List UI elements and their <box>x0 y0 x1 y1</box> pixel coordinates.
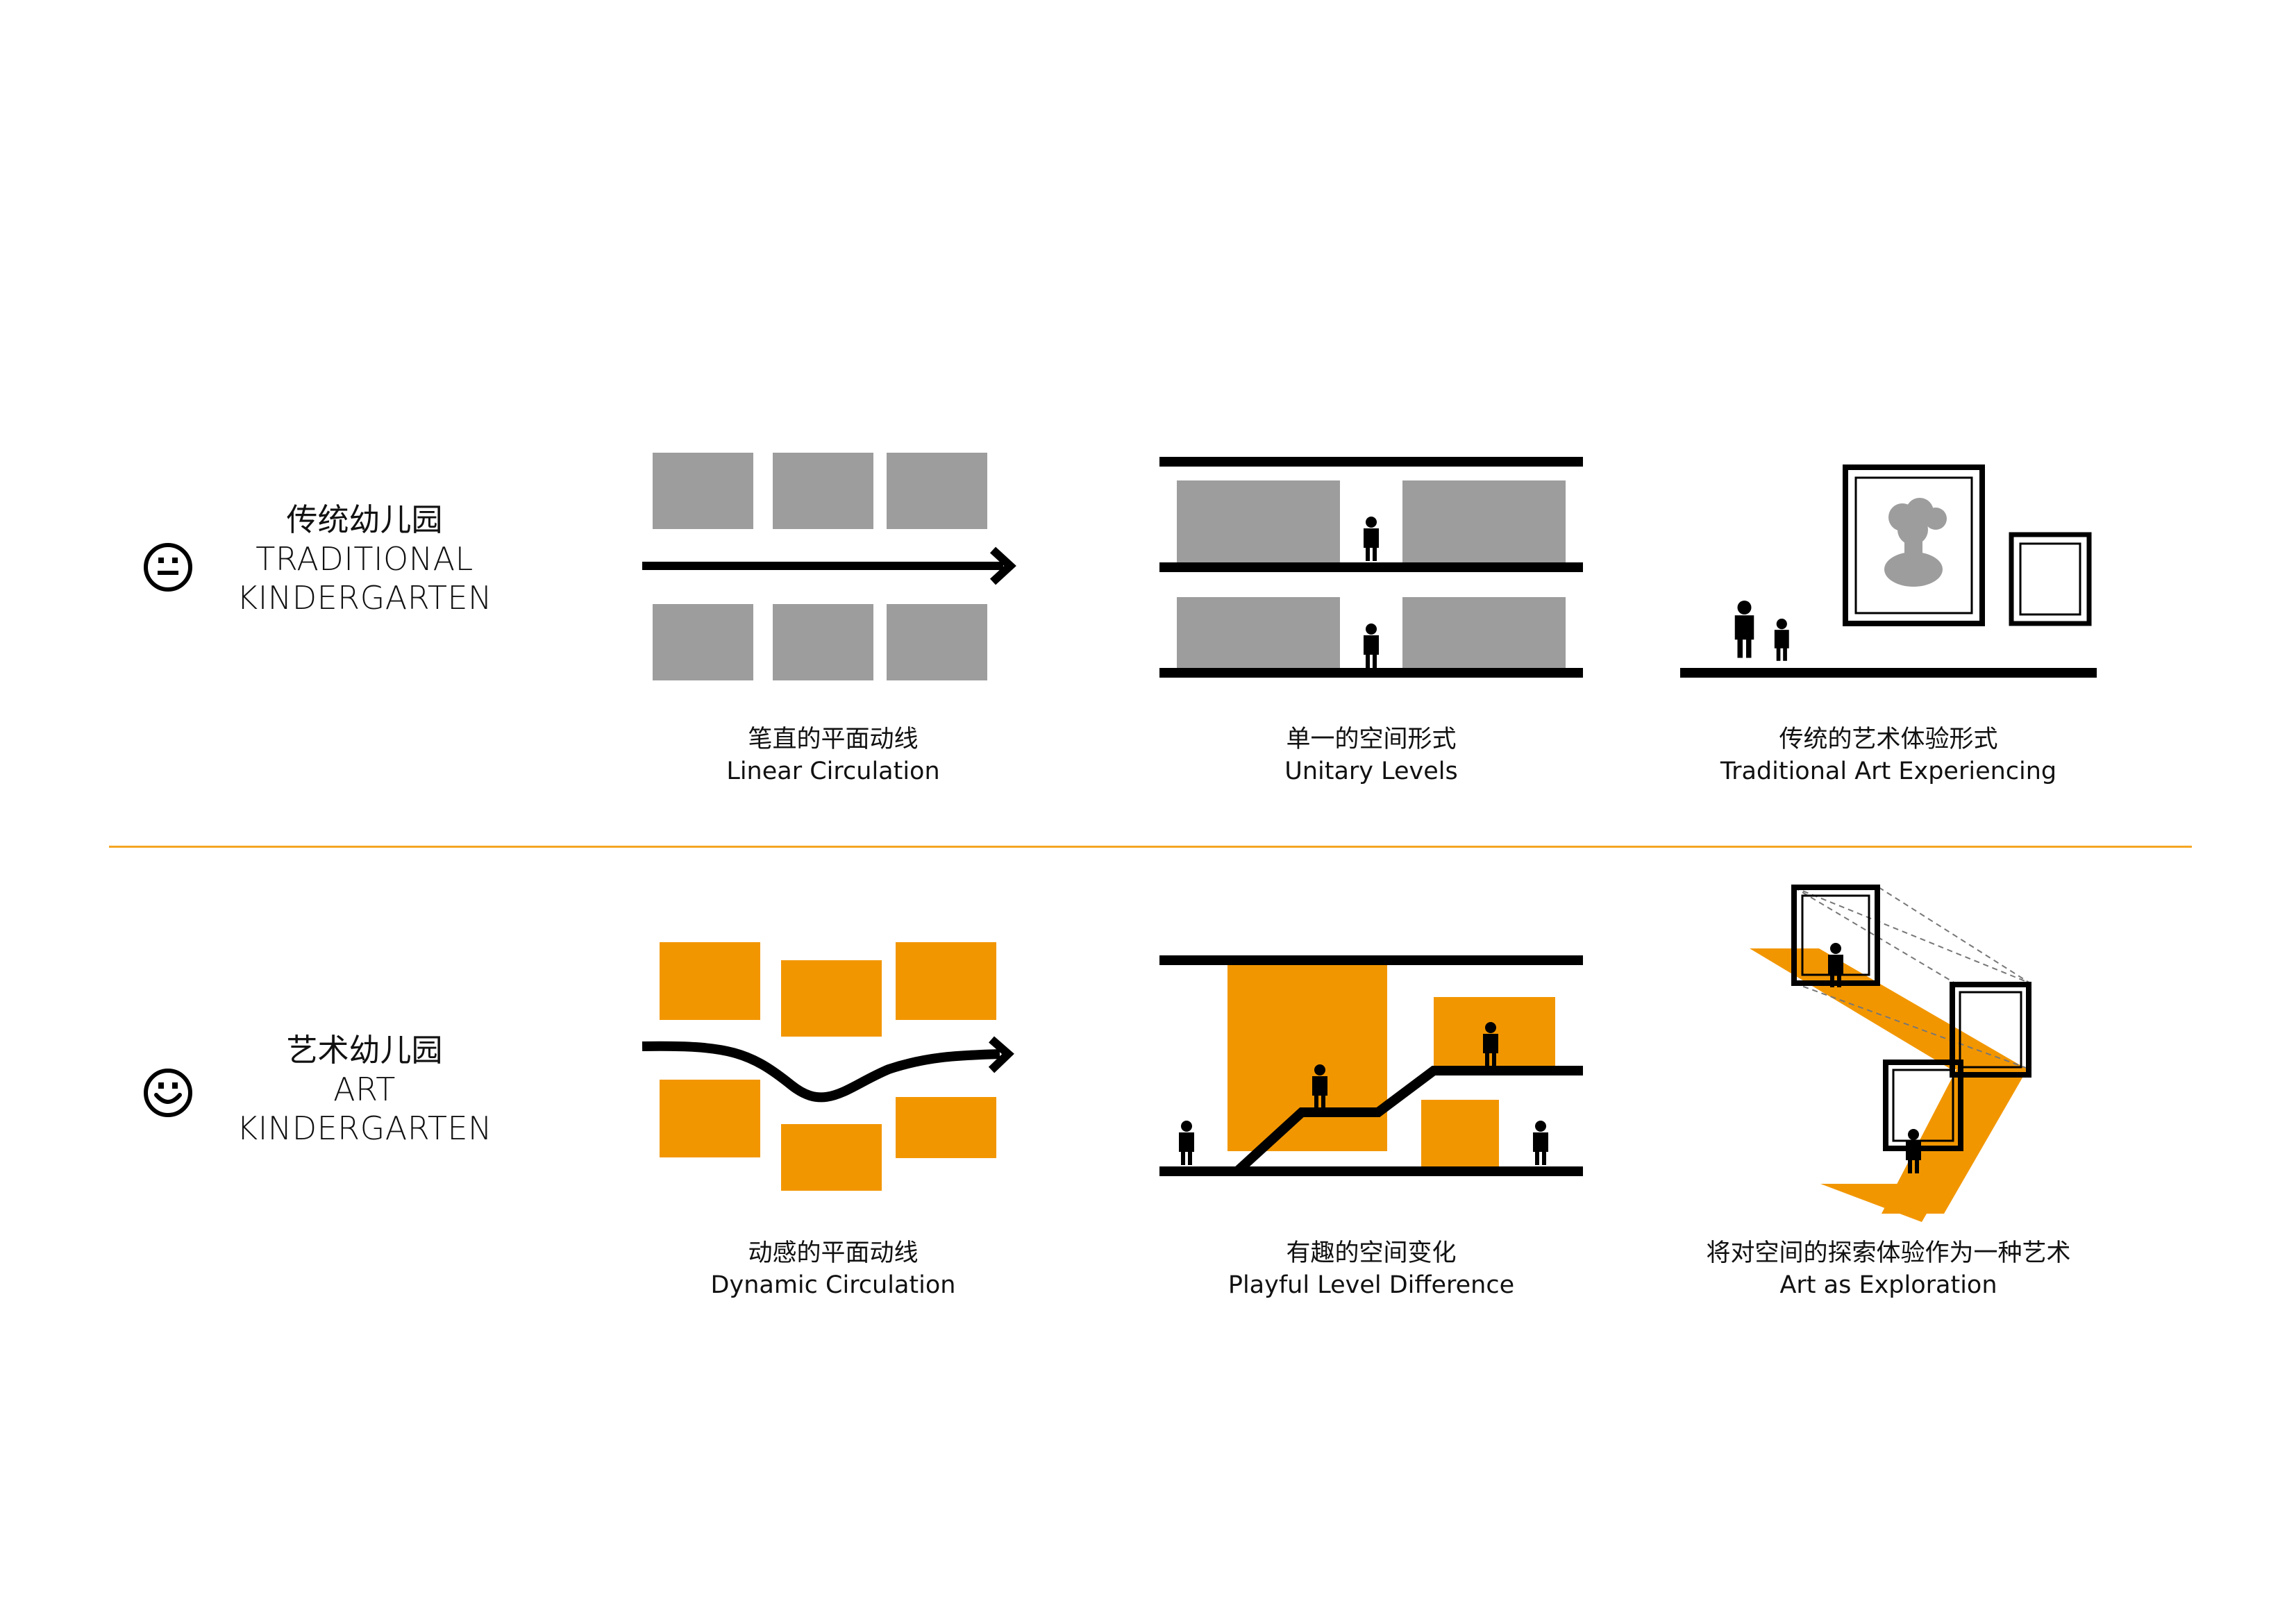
room-block <box>1177 597 1340 669</box>
room-block <box>653 604 753 680</box>
smiling-face-icon <box>144 1069 192 1117</box>
room-block <box>781 960 882 1037</box>
arrow-head-icon <box>988 1036 1014 1073</box>
traditional-art-diagram <box>1680 464 2097 678</box>
linear-circulation-diagram <box>642 453 1016 680</box>
room-block <box>1402 480 1566 562</box>
room-block <box>1177 480 1340 562</box>
floating-frame <box>1883 1060 1963 1151</box>
person-icon <box>1828 943 1843 987</box>
exploration-path-lower <box>1882 1069 2027 1214</box>
room-block <box>1402 597 1566 669</box>
floor-slab <box>1159 1166 1583 1176</box>
dynamic-circulation-diagram <box>642 942 1014 1191</box>
floor-line <box>1680 668 2097 678</box>
room-block <box>896 942 996 1020</box>
floor-slab <box>1159 457 1583 467</box>
room-block <box>896 1097 996 1158</box>
caption-cn: 将对空间的探索体验作为一种艺术 <box>1706 1239 2071 1267</box>
neutral-face-icon <box>144 543 192 592</box>
caption-unitary-levels: 单一的空间形式 Unitary Levels <box>1107 724 1635 787</box>
person-icon <box>1533 1121 1548 1165</box>
person-icon <box>1483 1022 1498 1066</box>
stair-path <box>1234 1066 1583 1175</box>
traditional-title-cn: 传统幼儿园 <box>286 501 443 538</box>
traditional-title-en-2: KINDERGARTEN <box>237 579 492 617</box>
arrow-head-icon <box>989 546 1016 585</box>
caption-cn: 单一的空间形式 <box>1286 726 1457 753</box>
room-block <box>653 453 753 529</box>
caption-cn: 笔直的平面动线 <box>748 726 919 753</box>
floating-frame <box>1950 982 2031 1078</box>
caption-dynamic-circulation: 动感的平面动线 Dynamic Circulation <box>569 1238 1097 1301</box>
room-block <box>660 1080 760 1157</box>
tree-sculpture-icon <box>1884 498 1947 587</box>
floor-slab <box>1159 562 1583 572</box>
playful-level-diagram <box>1159 955 1583 1176</box>
exploration-arrow-head-fill <box>1882 1184 1932 1214</box>
caption-en: Unitary Levels <box>1284 757 1458 785</box>
person-icon <box>1906 1129 1921 1173</box>
caption-en: Art as Exploration <box>1779 1271 1997 1299</box>
traditional-title-en-1: TRADITIONAL <box>255 539 474 578</box>
caption-en: Dynamic Circulation <box>710 1271 956 1299</box>
room-block <box>1227 965 1387 1151</box>
art-title-cn: 艺术幼儿园 <box>286 1032 443 1069</box>
circulation-curve <box>642 1041 1000 1103</box>
room-block <box>1421 1100 1499 1166</box>
circulation-line <box>642 562 1003 570</box>
caption-art-exploration: 将对空间的探索体验作为一种艺术 Art as Exploration <box>1625 1238 2152 1301</box>
room-block <box>781 1124 882 1191</box>
caption-en: Linear Circulation <box>726 757 940 785</box>
caption-traditional-art: 传统的艺术体验形式 Traditional Art Experiencing <box>1625 724 2152 787</box>
room-block <box>887 604 987 680</box>
floating-frame <box>1791 885 1880 986</box>
art-title-en-1: ART <box>333 1070 396 1108</box>
caption-cn: 传统的艺术体验形式 <box>1779 726 1998 753</box>
small-picture-frame <box>2009 532 2092 626</box>
room-block <box>773 604 873 680</box>
caption-cn: 有趣的空间变化 <box>1286 1239 1457 1267</box>
art-title: 艺术幼儿园 ART KINDERGARTEN <box>156 1032 573 1148</box>
caption-en: Playful Level Difference <box>1227 1271 1515 1299</box>
unitary-levels-diagram <box>1159 457 1583 678</box>
person-icon <box>1179 1121 1194 1165</box>
art-exploration-diagram <box>1750 885 2031 1222</box>
room-block <box>660 942 760 1020</box>
person-icon <box>1364 517 1379 561</box>
room-block <box>773 453 873 529</box>
child-person-icon <box>1774 619 1789 661</box>
floor-slab <box>1159 955 1583 965</box>
caption-playful-level: 有趣的空间变化 Playful Level Difference <box>1107 1238 1635 1301</box>
exploration-path-upper <box>1750 948 2027 1069</box>
caption-linear-circulation: 笔直的平面动线 Linear Circulation <box>569 724 1097 787</box>
section-divider <box>109 846 2192 848</box>
person-icon <box>1312 1064 1327 1109</box>
room-block <box>887 453 987 529</box>
traditional-title: 传统幼儿园 TRADITIONAL KINDERGARTEN <box>156 501 573 617</box>
caption-en: Traditional Art Experiencing <box>1720 757 2057 785</box>
art-title-en-2: KINDERGARTEN <box>237 1110 492 1147</box>
person-icon <box>1364 623 1379 668</box>
adult-person-icon <box>1734 601 1754 658</box>
floor-slab <box>1159 668 1583 678</box>
perspective-lines <box>1793 887 2031 1070</box>
caption-cn: 动感的平面动线 <box>748 1239 919 1267</box>
